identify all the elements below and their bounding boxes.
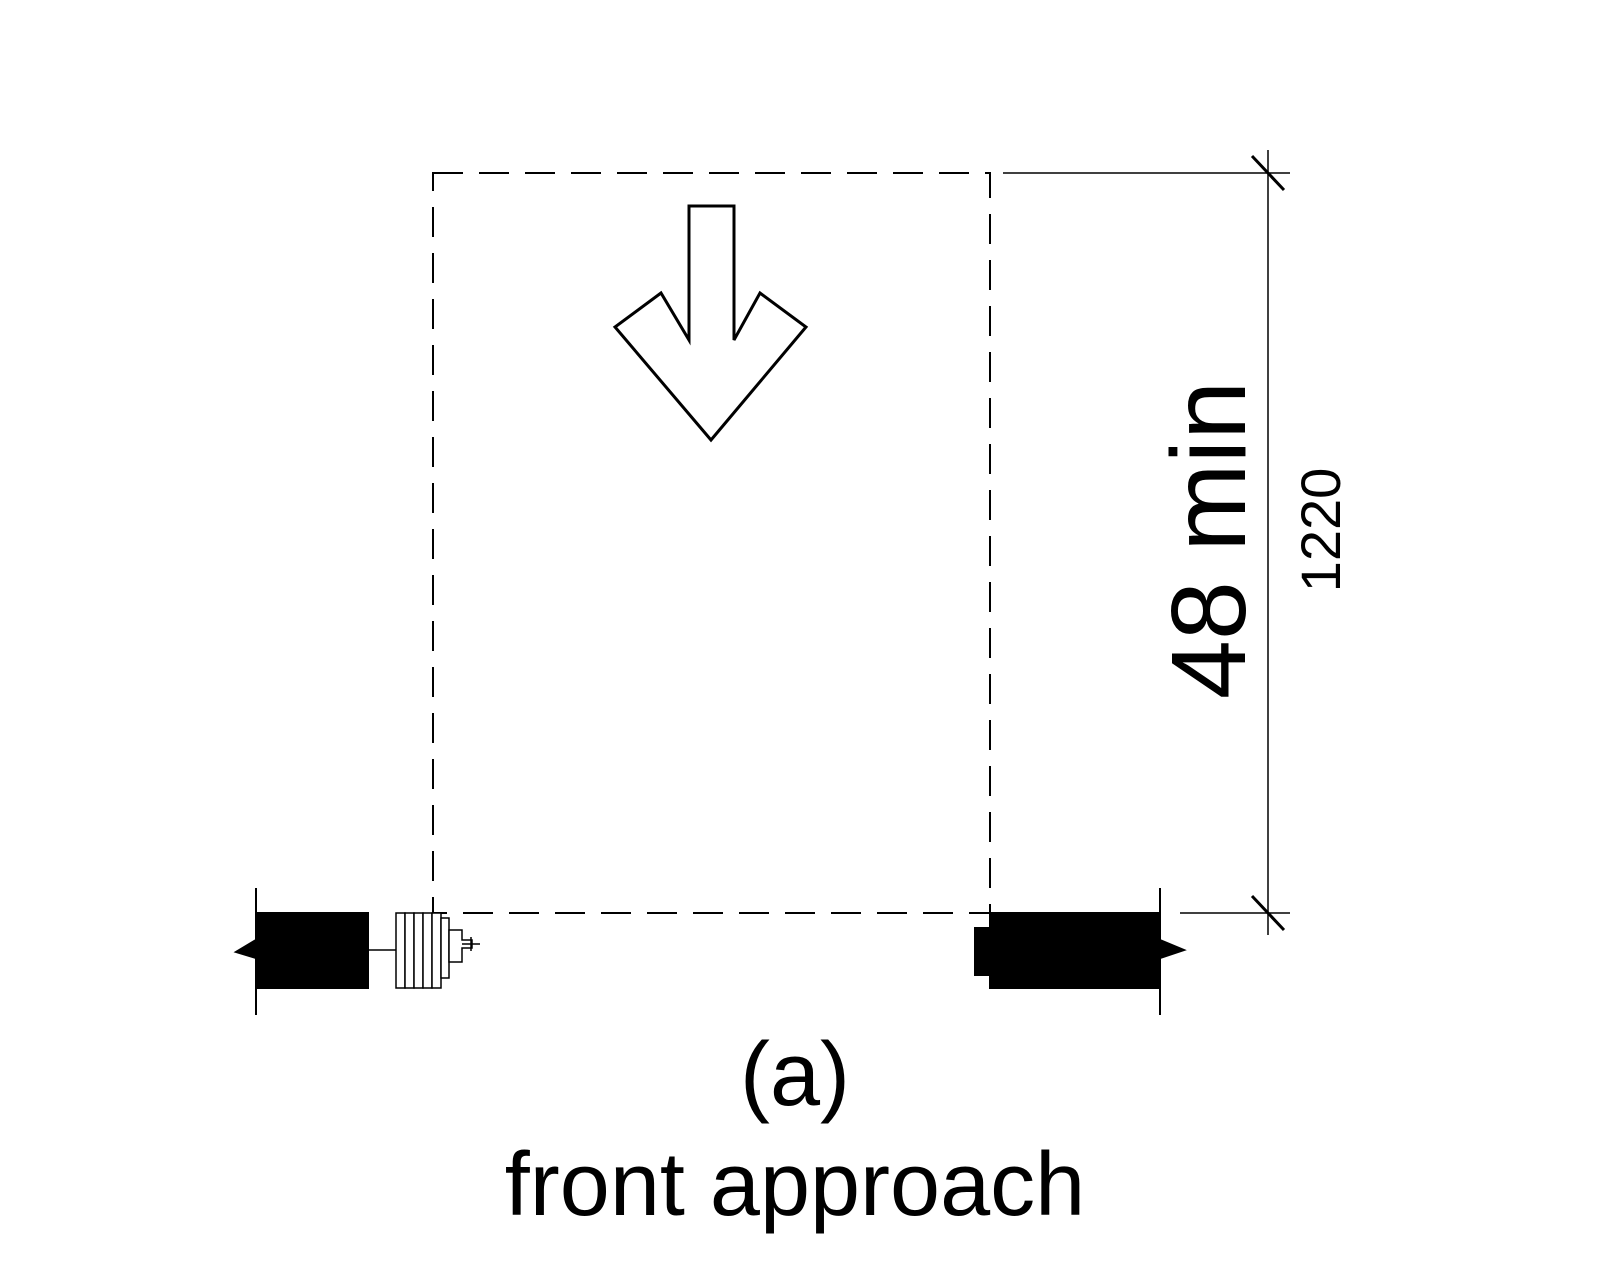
door-hinge-icon (368, 912, 480, 989)
figure-title: front approach (505, 1135, 1085, 1235)
figure-label: (a) (740, 1025, 850, 1125)
dimension-line (1003, 150, 1290, 935)
right-wall (974, 888, 1187, 1015)
dimension-value-inches: 48 min (1150, 381, 1268, 699)
dimension-value-mm: 1220 (1289, 468, 1352, 593)
clear-floor-space (432, 172, 991, 914)
left-wall (233, 888, 369, 1015)
arrow-down-icon (612, 204, 809, 443)
